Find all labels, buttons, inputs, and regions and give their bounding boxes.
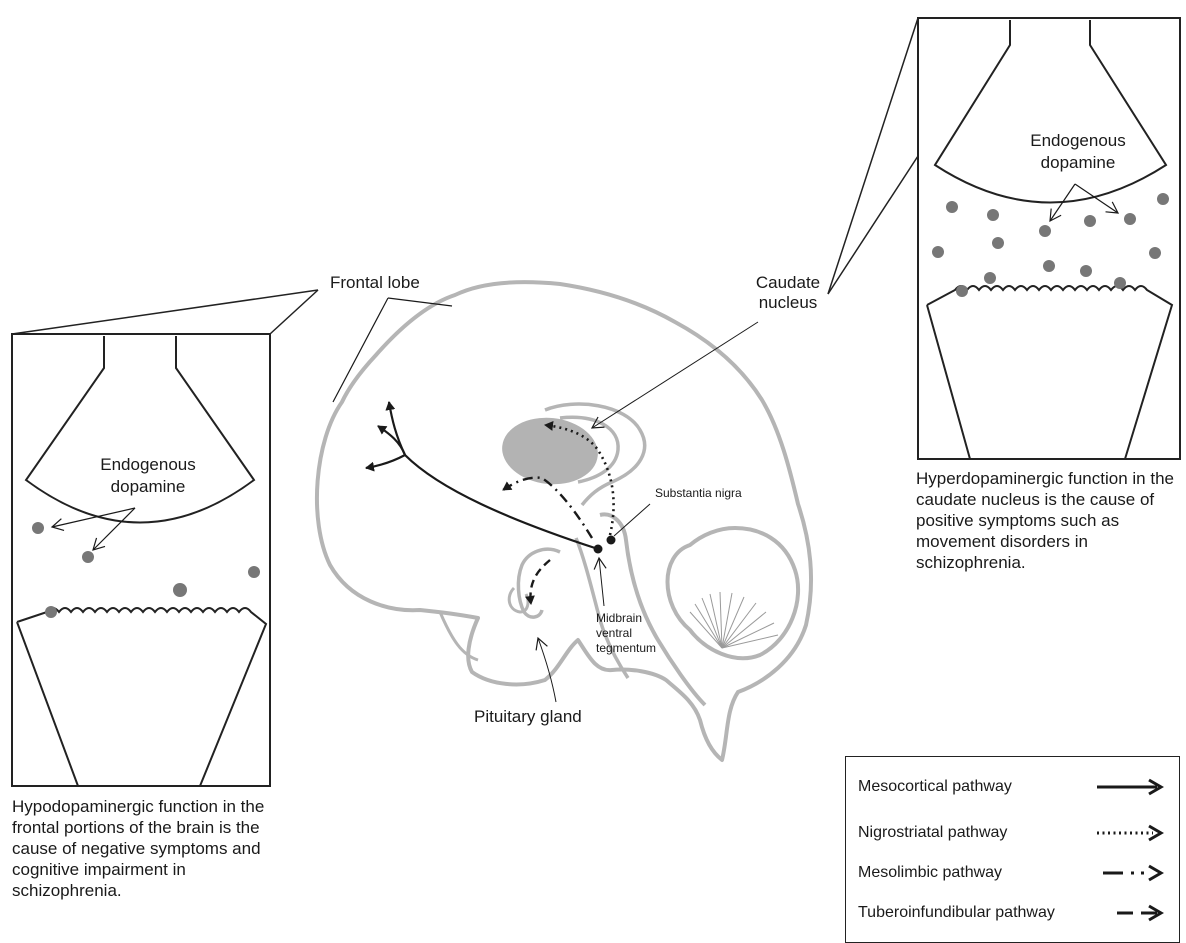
left-synapse-panel: Endogenous dopamine: [12, 290, 318, 786]
caudate-leader: [592, 322, 758, 428]
right-dopamine-label: dopamine: [1041, 153, 1116, 172]
right-caption: Hyperdopaminergic function in the caudat…: [916, 468, 1184, 573]
right-dopamine-dot: [1084, 215, 1096, 227]
midbrain-leader: [599, 558, 604, 606]
midbrain-label-line3: tegmentum: [596, 641, 656, 655]
right-zoom-line-top: [828, 18, 918, 294]
pituitary-label: Pituitary gland: [474, 707, 582, 726]
pituitary-stalk: [518, 549, 560, 617]
substantia-nigra-dot: [607, 536, 616, 545]
dashed-arrow-icon: [1089, 903, 1169, 923]
right-dopamine-dot: [1149, 247, 1161, 259]
left-dopamine-dot: [82, 551, 94, 563]
left-dopamine-dot: [45, 606, 57, 618]
legend-item-nigrostriatal: Nigrostriatal pathway: [858, 820, 1169, 846]
left-dopamine-dot: [248, 566, 260, 578]
right-dopamine-dot: [1080, 265, 1092, 277]
left-dopamine-arrow: [93, 508, 135, 550]
legend-item-tuberoinfundibular: Tuberoinfundibular pathway: [858, 900, 1169, 926]
right-postsynaptic-membrane: [927, 286, 1172, 459]
dotted-arrow-icon: [1089, 823, 1169, 843]
solid-arrow-icon: [1089, 777, 1169, 797]
pathway-legend: Mesocortical pathway Nigrostriatal pathw…: [845, 756, 1180, 943]
left-synapse-frame: [12, 334, 270, 786]
frontal-lobe-label: Frontal lobe: [330, 273, 420, 292]
mesolimbic-pathway: [503, 478, 592, 538]
left-dopamine-arrow: [52, 508, 135, 527]
legend-item-mesocortical: Mesocortical pathway: [858, 774, 1169, 800]
caudate-label-line2: nucleus: [759, 293, 818, 312]
legend-item-mesolimbic: Mesolimbic pathway: [858, 860, 1169, 886]
right-dopamine-dot: [1114, 277, 1126, 289]
left-dopamine-dot: [32, 522, 44, 534]
right-dopamine-dot: [1157, 193, 1169, 205]
cerebellum-arbor-vitae: [690, 592, 778, 648]
right-dopamine-dot: [987, 209, 999, 221]
caudate-nucleus-shape: [499, 413, 601, 489]
right-dopamine-arrow: [1075, 184, 1118, 213]
right-dopamine-dot: [932, 246, 944, 258]
legend-label: Nigrostriatal pathway: [858, 824, 1007, 842]
brain-outline: [317, 282, 811, 760]
left-zoom-line-top: [12, 290, 318, 334]
legend-label: Tuberoinfundibular pathway: [858, 904, 1055, 922]
brain-sagittal-section: [317, 282, 811, 760]
left-postsynaptic-membrane: [17, 608, 266, 786]
vta-dot: [594, 545, 603, 554]
left-endogenous-label: Endogenous: [100, 455, 195, 474]
right-presynaptic-terminal: [935, 20, 1166, 203]
legend-label: Mesocortical pathway: [858, 778, 1012, 796]
right-dopamine-dot: [1039, 225, 1051, 237]
right-dopamine-dot: [1043, 260, 1055, 272]
tuberoinfundibular-pathway: [530, 560, 550, 604]
substantia-nigra-label: Substantia nigra: [655, 486, 742, 500]
caudate-label-line1: Caudate: [756, 273, 820, 292]
midbrain-label-line1: Midbrain: [596, 611, 642, 625]
right-dopamine-dot: [992, 237, 1004, 249]
brainstem-front: [576, 538, 628, 678]
midbrain-label-line2: ventral: [596, 626, 632, 640]
right-dopamine-dot: [946, 201, 958, 213]
right-synapse-panel: Endogenous dopamine: [828, 18, 1180, 459]
left-caption: Hypodopaminergic function in the frontal…: [12, 796, 282, 901]
legend-label: Mesolimbic pathway: [858, 864, 1002, 882]
left-dopamine-label: dopamine: [111, 477, 186, 496]
right-dopamine-dot: [1124, 213, 1136, 225]
right-synapse-frame: [918, 18, 1180, 459]
right-dopamine-dot: [956, 285, 968, 297]
right-endogenous-label: Endogenous: [1030, 131, 1125, 150]
left-dopamine-dot: [173, 583, 187, 597]
right-dopamine-dot: [984, 272, 996, 284]
dash-dot-arrow-icon: [1089, 863, 1169, 883]
right-zoom-line-bottom: [828, 156, 918, 294]
